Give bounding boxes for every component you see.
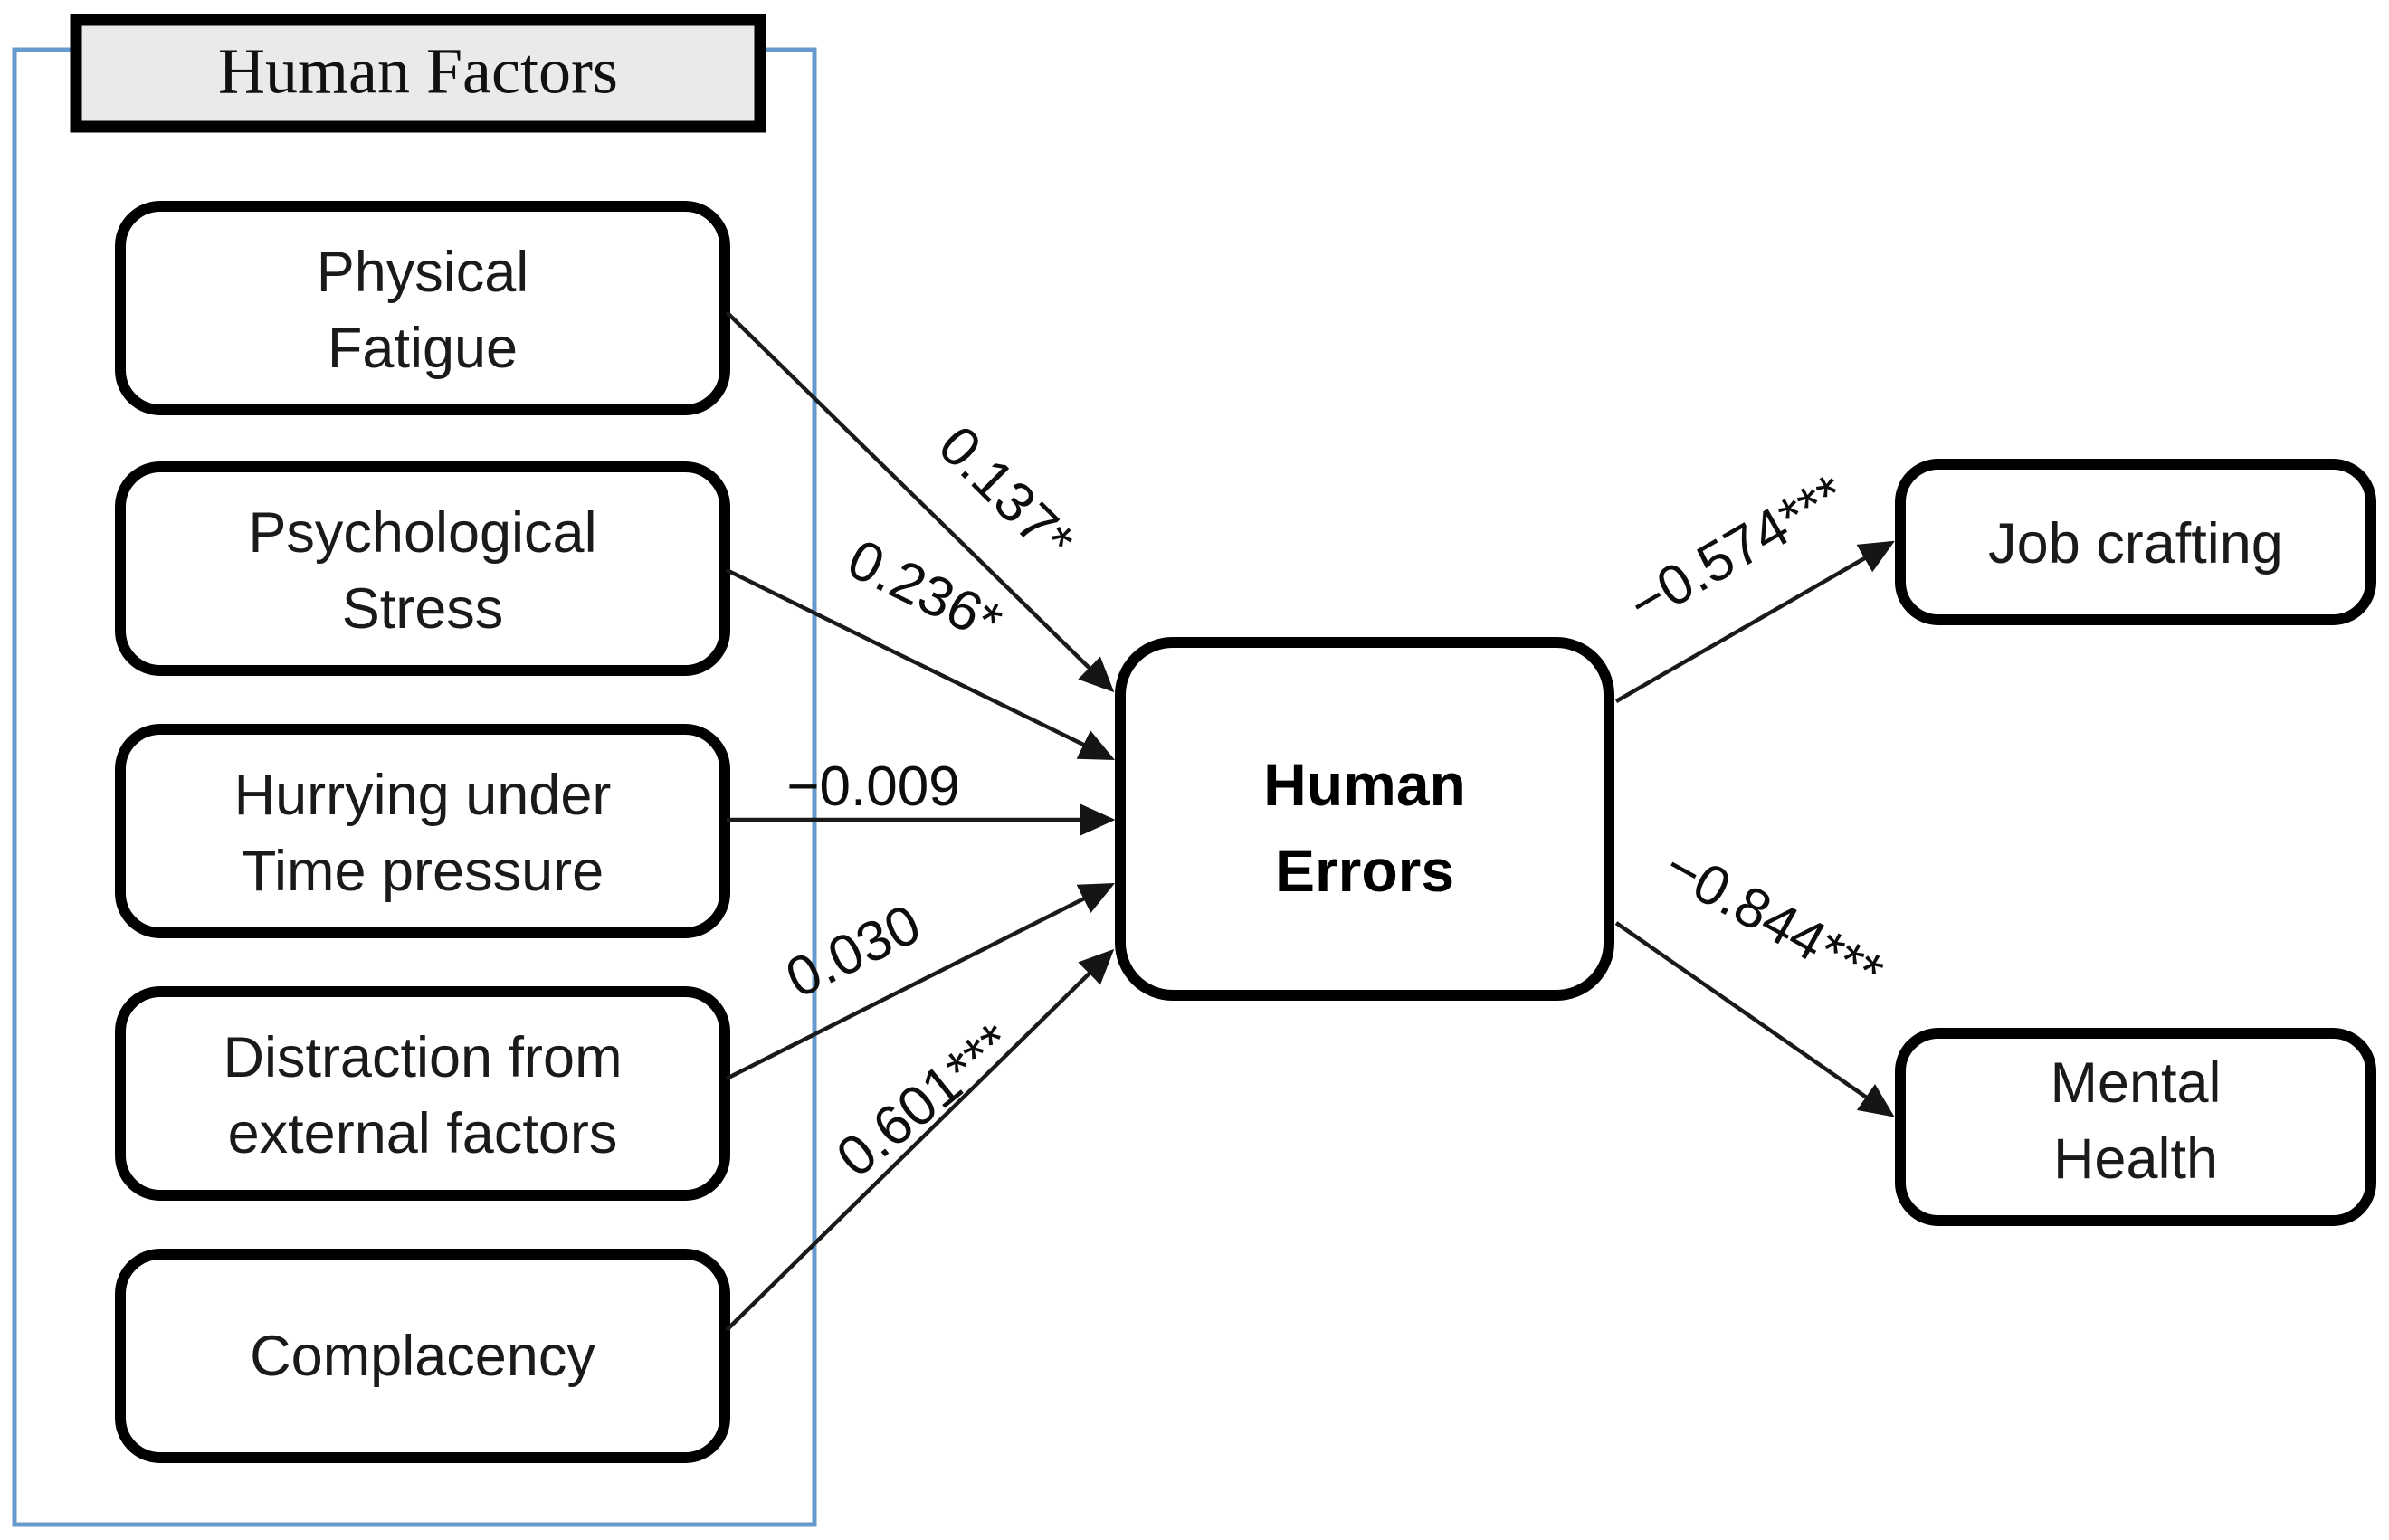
distraction-external-label-line1: Distraction from xyxy=(223,1026,622,1089)
predictor-node-hurrying-time-pressure[interactable]: Hurrying under Time pressure xyxy=(115,724,730,938)
distraction-external-label-line2: external factors xyxy=(228,1102,618,1165)
hurrying-time-pressure-label-line2: Time pressure xyxy=(242,840,604,903)
job-crafting-label: Job crafting xyxy=(1988,512,2283,575)
path-arrow-job-crafting xyxy=(1614,540,1895,703)
human-errors-label-line1: Human xyxy=(1263,751,1466,818)
hurrying-time-pressure-label-line1: Hurrying under xyxy=(234,764,612,827)
mental-health-box[interactable] xyxy=(1895,1028,2376,1226)
outcome-node-mental-health[interactable]: Mental Health xyxy=(1895,1028,2376,1226)
mental-health-label-line1: Mental xyxy=(2050,1051,2221,1115)
path-arrow-mental-health xyxy=(1614,921,1895,1117)
coefficient-label-distraction-external: 0.030 xyxy=(776,893,930,1011)
path-arrow-complacency xyxy=(725,948,1115,1332)
coefficient-label-job-crafting: −0.574*** xyxy=(1618,462,1856,636)
mediator-node-human-errors[interactable]: Human Errors xyxy=(1115,637,1614,1001)
human-factors-header-label: Human Factors xyxy=(218,35,618,108)
predictor-node-psychological-stress[interactable]: Psychological Stress xyxy=(115,461,730,676)
hurrying-time-pressure-box[interactable] xyxy=(115,724,730,938)
coefficient-label-hurrying-time-pressure: −0.009 xyxy=(786,756,959,818)
human-factors-header-box xyxy=(70,14,766,133)
predictor-node-distraction-external[interactable]: Distraction from external factors xyxy=(115,986,730,1201)
mental-health-label-line2: Health xyxy=(2053,1127,2218,1191)
physical-fatigue-label-line1: Physical xyxy=(317,241,529,304)
physical-fatigue-label-line2: Fatigue xyxy=(328,317,518,380)
coefficient-label-physical-fatigue: 0.137* xyxy=(927,414,1086,574)
path-arrow-physical-fatigue xyxy=(725,310,1115,693)
predictor-node-complacency[interactable]: Complacency xyxy=(115,1249,730,1463)
human-errors-label-line2: Errors xyxy=(1275,837,1454,904)
job-crafting-box[interactable] xyxy=(1895,459,2376,625)
complacency-label-line1: Complacency xyxy=(250,1325,595,1388)
physical-fatigue-box[interactable] xyxy=(115,201,730,415)
psychological-stress-label-line2: Stress xyxy=(342,577,504,641)
human-errors-box[interactable] xyxy=(1115,637,1614,1001)
predictor-node-physical-fatigue[interactable]: Physical Fatigue xyxy=(115,201,730,415)
coefficient-label-complacency: 0.601*** xyxy=(825,1012,1024,1190)
complacency-box[interactable] xyxy=(115,1249,730,1463)
psychological-stress-label-line1: Psychological xyxy=(248,501,596,565)
path-arrow-distraction-external xyxy=(725,882,1116,1081)
outcome-node-job-crafting[interactable]: Job crafting xyxy=(1895,459,2376,625)
coefficient-label-mental-health: −0.844*** xyxy=(1654,835,1893,1005)
psychological-stress-box[interactable] xyxy=(115,461,730,676)
distraction-external-box[interactable] xyxy=(115,986,730,1201)
path-arrow-psychological-stress xyxy=(726,567,1116,761)
